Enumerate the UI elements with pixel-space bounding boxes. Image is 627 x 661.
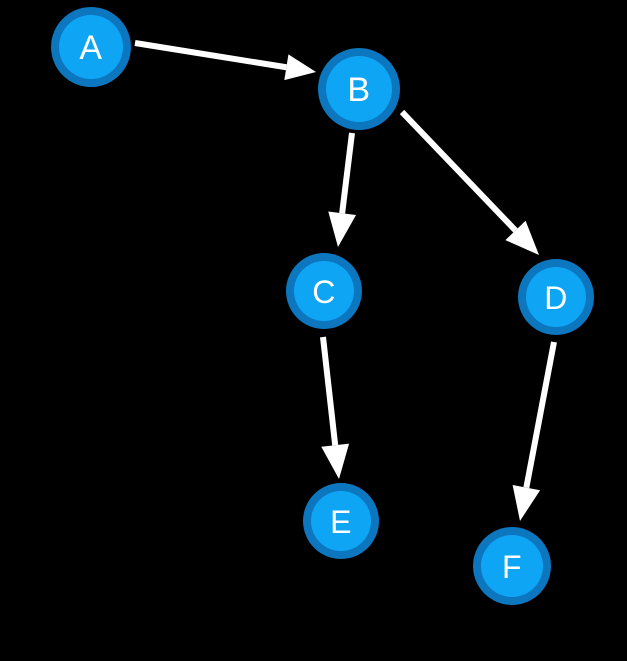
nodes-layer: A B C D E F xyxy=(51,7,594,605)
graph-node-c[interactable]: C xyxy=(286,253,362,329)
edge-arrowhead-icon xyxy=(284,54,316,81)
edge-arrowhead-icon xyxy=(328,211,357,247)
node-core xyxy=(326,56,392,122)
graph-edge-a-b xyxy=(134,40,316,81)
graph-node-b[interactable]: B xyxy=(318,48,400,130)
edge-shaft xyxy=(399,109,518,233)
node-label: B xyxy=(347,71,370,109)
node-label: A xyxy=(79,29,102,67)
node-core xyxy=(59,15,123,79)
edge-shaft xyxy=(134,40,287,71)
edge-arrowhead-icon xyxy=(321,443,350,479)
graph-edge-b-c xyxy=(328,132,357,247)
node-core xyxy=(481,535,543,597)
node-label: C xyxy=(312,274,336,310)
graph-edge-d-f xyxy=(512,341,557,521)
graph-node-a[interactable]: A xyxy=(51,7,131,87)
edge-shaft xyxy=(339,132,355,214)
node-core xyxy=(526,267,586,327)
node-core xyxy=(311,491,371,551)
graph-edge-c-e xyxy=(320,336,350,479)
graph-node-e[interactable]: E xyxy=(303,483,379,559)
graph-edge-b-d xyxy=(399,109,539,255)
graph-node-d[interactable]: D xyxy=(518,259,594,335)
node-label: E xyxy=(330,504,352,540)
edge-arrowhead-icon xyxy=(505,220,539,255)
node-label: F xyxy=(502,549,522,585)
edge-arrowhead-icon xyxy=(512,484,541,521)
edge-shaft xyxy=(320,336,339,446)
node-label: D xyxy=(544,280,568,316)
node-core xyxy=(294,261,354,321)
edges-layer xyxy=(134,40,557,521)
graph-node-f[interactable]: F xyxy=(473,527,551,605)
edge-shaft xyxy=(523,341,557,489)
